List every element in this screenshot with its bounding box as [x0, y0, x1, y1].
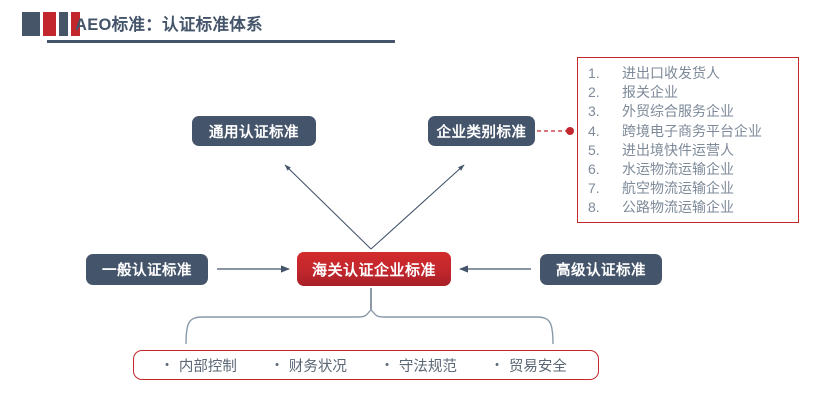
node-customs-certified-enterprise-standard[interactable]: 海关认证企业标准: [297, 252, 451, 286]
criteria-item-label: 财务状况: [288, 358, 347, 375]
criteria-item: • 守法规范: [385, 355, 457, 376]
header-accent-marks: [22, 12, 80, 36]
list-item-number: 7.: [588, 180, 600, 197]
node-general-certification-standard[interactable]: 通用认证标准: [192, 116, 316, 146]
criteria-item-label: 内部控制: [178, 358, 237, 375]
list-item: 7. 航空物流运输企业: [588, 179, 792, 198]
list-item-number: 3.: [588, 103, 600, 120]
enterprise-category-list: 1. 进出口收发货人 2. 报关企业 3. 外贸综合服务企业 4. 跨境电子商务…: [588, 64, 792, 218]
node-enterprise-category-standard[interactable]: 企业类别标准: [428, 116, 535, 146]
header-bar: AEO标准：认证标准体系: [0, 0, 815, 50]
list-item-number: 8.: [588, 199, 600, 216]
list-item-label: 外贸综合服务企业: [622, 103, 734, 120]
list-item-label: 公路物流运输企业: [622, 199, 734, 216]
accent-mark-blue-wide: [22, 12, 40, 36]
list-item-number: 6.: [588, 161, 600, 178]
list-item: 4. 跨境电子商务平台企业: [588, 122, 792, 141]
bullet-icon: •: [385, 358, 389, 371]
bullet-icon: •: [495, 358, 499, 371]
curly-brace: [185, 309, 554, 345]
node-basic-certification-standard[interactable]: 一般认证标准: [86, 254, 208, 285]
arrow-core-to-category: [370, 164, 465, 250]
list-item-label: 报关企业: [622, 84, 678, 101]
list-item: 5. 进出境快件运营人: [588, 141, 792, 160]
arrow-core-to-general: [284, 164, 372, 250]
page-title: AEO标准：认证标准体系: [75, 16, 263, 34]
accent-mark-red-narrow: [71, 12, 80, 36]
list-item-label: 跨境电子商务平台企业: [622, 122, 762, 139]
list-item-number: 4.: [588, 122, 600, 139]
enterprise-category-list-panel: 1. 进出口收发货人 2. 报关企业 3. 外贸综合服务企业 4. 跨境电子商务…: [577, 57, 799, 223]
criteria-item-label: 守法规范: [398, 358, 457, 375]
accent-mark-red-wide: [43, 12, 56, 36]
accent-mark-blue-narrow: [59, 12, 68, 36]
bullet-icon: •: [275, 358, 279, 371]
criteria-item: • 贸易安全: [495, 355, 567, 376]
criteria-item: • 内部控制: [165, 355, 237, 376]
list-item-number: 2.: [588, 84, 600, 101]
node-advanced-certification-standard[interactable]: 高级认证标准: [540, 254, 662, 285]
list-item: 1. 进出口收发货人: [588, 64, 792, 83]
list-item: 2. 报关企业: [588, 83, 792, 102]
criteria-item: • 财务状况: [275, 355, 347, 376]
list-item-label: 进出境快件运营人: [622, 141, 734, 158]
list-item: 8. 公路物流运输企业: [588, 198, 792, 217]
certification-criteria-box: • 内部控制 • 财务状况 • 守法规范 • 贸易安全: [133, 350, 599, 380]
list-item-label: 进出口收发货人: [622, 65, 720, 81]
dashed-link-endpoint-dot: [566, 127, 574, 135]
list-item: 6. 水运物流运输企业: [588, 160, 792, 179]
header-divider-rule: [47, 40, 395, 43]
list-item-number: 1.: [588, 65, 600, 81]
list-item-label: 水运物流运输企业: [622, 161, 734, 178]
list-item-number: 5.: [588, 141, 600, 158]
list-item: 3. 外贸综合服务企业: [588, 102, 792, 121]
bullet-icon: •: [165, 358, 169, 371]
list-item-label: 航空物流运输企业: [622, 180, 734, 197]
criteria-item-label: 贸易安全: [508, 358, 567, 375]
